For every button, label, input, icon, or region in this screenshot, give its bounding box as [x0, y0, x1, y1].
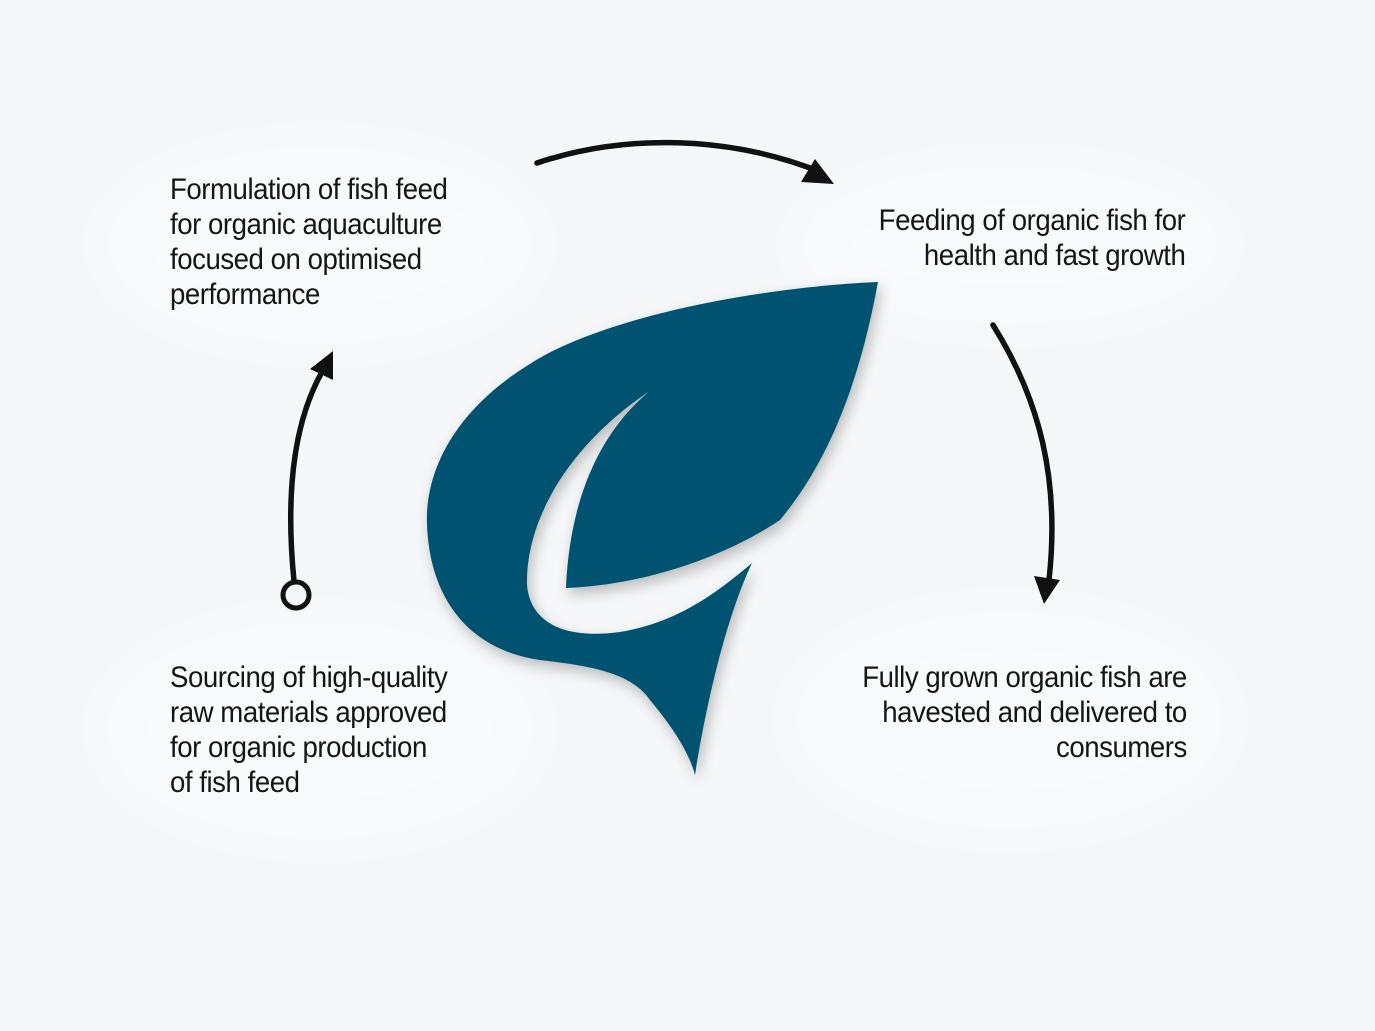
step-harvest-line: havested and delivered to: [882, 696, 1187, 729]
step-sourcing-line: for organic production: [170, 731, 427, 764]
step-feeding-line: health and fast growth: [923, 239, 1186, 272]
arrow-top: [534, 139, 813, 171]
step-harvest-line: consumers: [1056, 731, 1187, 764]
step-feeding: Feeding of organic fish for health and f…: [878, 203, 1185, 273]
arrow-left: [288, 369, 325, 584]
step-sourcing: Sourcing of high-quality raw materials a…: [170, 660, 448, 800]
step-formulation-line: focused on optimised: [170, 243, 422, 276]
step-formulation: Formulation of fish feed for organic aqu…: [170, 172, 448, 312]
step-formulation-line: performance: [170, 278, 320, 311]
step-sourcing-line: of fish feed: [170, 766, 300, 799]
step-sourcing-line: Sourcing of high-quality: [170, 661, 448, 694]
background-glows: [90, 135, 1240, 850]
arrow-right-head-icon: [1034, 576, 1060, 604]
step-harvest-line: Fully grown organic fish are: [862, 661, 1187, 694]
step-sourcing-line: raw materials approved: [170, 696, 447, 729]
fish-leaf-logo-icon: [426, 282, 878, 775]
arrow-right: [990, 322, 1055, 583]
cycle-start-circle-icon: [280, 579, 312, 611]
step-formulation-line: for organic aquaculture: [170, 208, 442, 241]
arrow-left-head-icon: [310, 351, 333, 380]
step-harvest: Fully grown organic fish are havested an…: [862, 660, 1187, 765]
arrow-top-head-icon: [801, 159, 834, 184]
step-formulation-line: Formulation of fish feed: [170, 173, 448, 206]
step-feeding-line: Feeding of organic fish for: [878, 204, 1185, 237]
